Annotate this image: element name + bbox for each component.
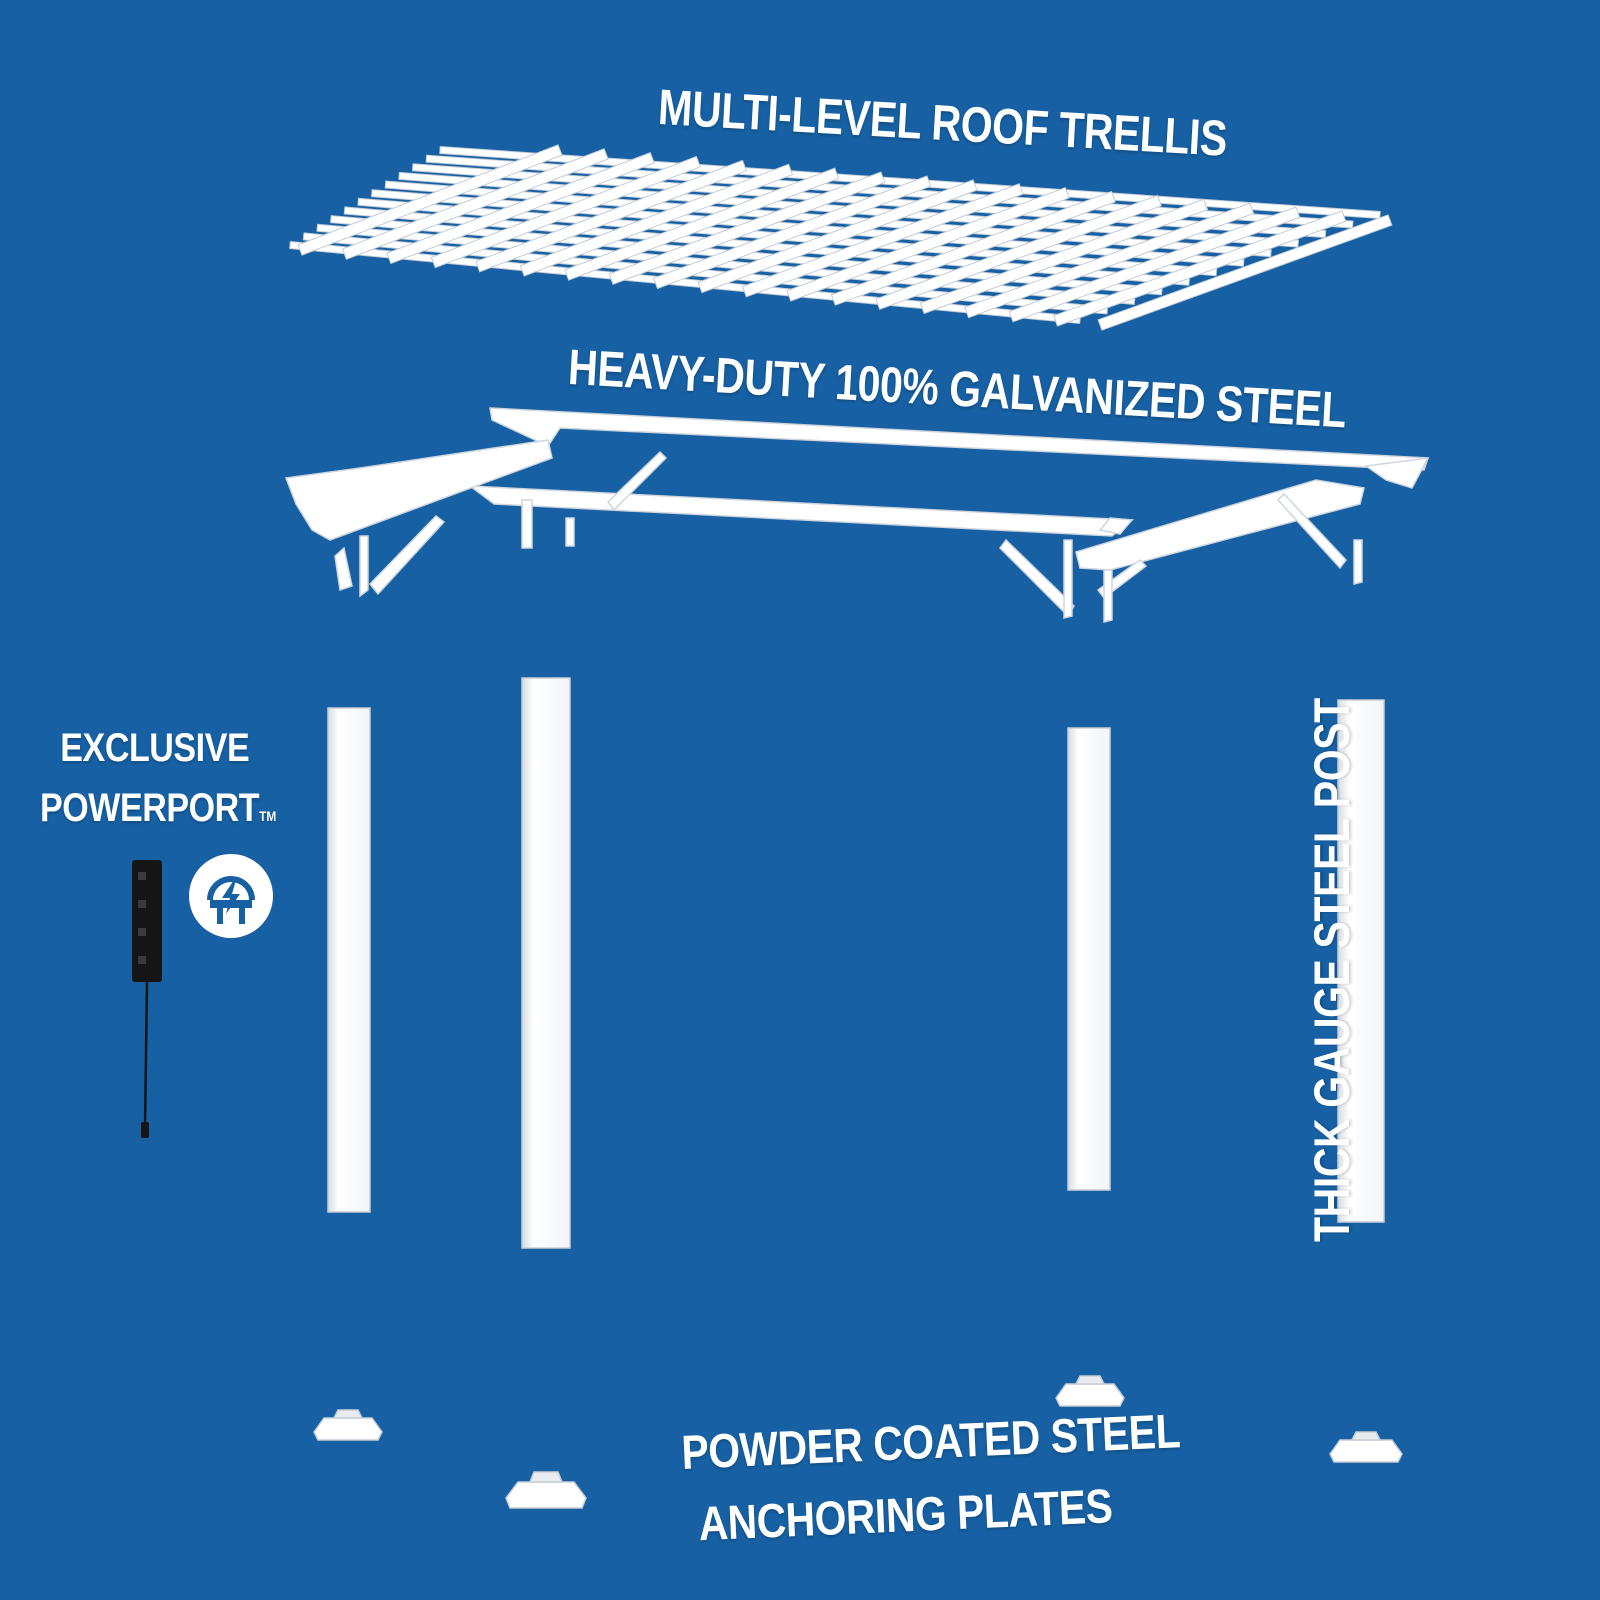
trellis-slat <box>1053 210 1347 327</box>
trellis-slat <box>919 198 1209 315</box>
steel-post-label: THICK GAUGE STEEL POST <box>1304 698 1360 1242</box>
power-strip-icon <box>132 860 162 1138</box>
trellis-slat <box>1097 214 1393 331</box>
powerport-label: EXCLUSIVE POWERPORTTM <box>40 718 276 846</box>
trellis-slat <box>741 183 1024 298</box>
anchor-plate <box>505 1471 587 1509</box>
trellis-slat <box>430 155 701 269</box>
trellis-slat <box>564 167 840 281</box>
trellis-slat <box>386 151 655 265</box>
anchoring-plates <box>313 1375 1403 1509</box>
trellis-slat <box>652 175 932 290</box>
steel-frame <box>284 407 1430 623</box>
trellis-slat <box>786 186 1070 302</box>
trademark-mark: TM <box>259 808 277 824</box>
trellis-slat <box>964 202 1255 319</box>
trellis-slat <box>830 190 1116 306</box>
steel-posts <box>327 677 1385 1249</box>
trellis-slat <box>608 171 886 285</box>
trellis-slat <box>475 159 748 273</box>
trellis-slat <box>341 148 609 260</box>
trellis-slat <box>1008 206 1301 323</box>
power-plug-lightning-icon <box>189 854 273 938</box>
post-rear-left <box>521 677 571 1249</box>
trellis-slat <box>297 144 563 256</box>
post-rear-right <box>1067 727 1111 1191</box>
anchor-plate <box>1055 1375 1125 1407</box>
powerport-label-line1: EXCLUSIVE <box>60 726 250 770</box>
post-front-right <box>1337 699 1385 1223</box>
anchoring-plates-label: POWDER COATED STEEL ANCHORING PLATES <box>680 1399 1181 1562</box>
post-front-left <box>327 707 371 1213</box>
trellis-slat <box>519 163 794 277</box>
powerport-label-line2: POWERPORT <box>40 786 260 830</box>
anchor-plate <box>313 1409 383 1441</box>
trellis-slat <box>697 179 978 294</box>
roof-trellis <box>289 144 1393 331</box>
anchor-plate <box>1329 1431 1403 1463</box>
trellis-slat <box>875 194 1162 310</box>
